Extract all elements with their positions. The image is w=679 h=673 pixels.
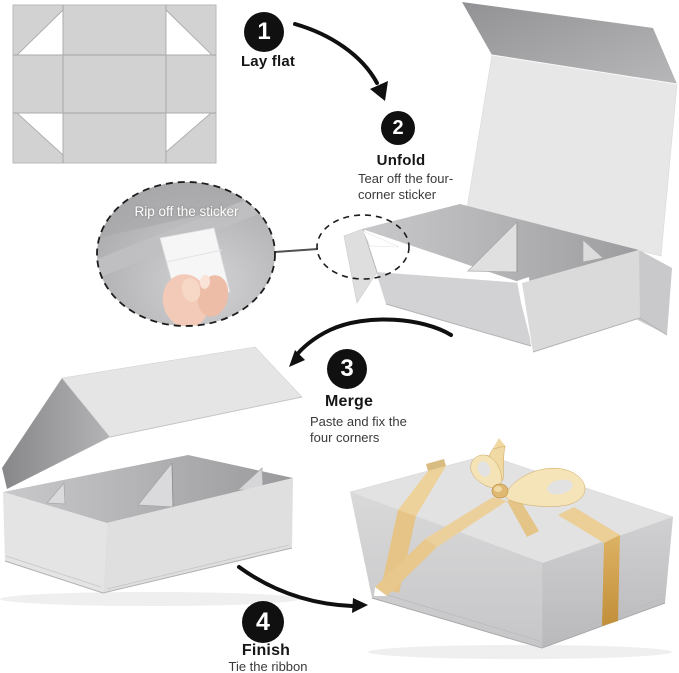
ribbon-bow <box>470 438 586 507</box>
step3-badge: 3 <box>327 349 367 389</box>
step3-desc-line1: Paste and fix the <box>310 414 407 429</box>
callout-label: Rip off the sticker <box>134 204 239 219</box>
step4-number: 4 <box>256 607 270 636</box>
step2-desc-line1: Tear off the four- <box>358 171 454 186</box>
flat-box-layout-illustration <box>12 4 217 164</box>
step2-label: Unfold <box>376 152 426 169</box>
unfolding-box-illustration <box>343 2 678 353</box>
step1-badge: 1 <box>244 12 284 52</box>
step4-badge: 4 <box>242 601 284 643</box>
step3-label: Merge <box>324 393 374 410</box>
callout-photo <box>97 182 275 326</box>
focus-dashed-ellipse <box>316 214 410 280</box>
step4-label: Finish <box>241 642 291 659</box>
step3-desc-line2: four corners <box>310 429 380 445</box>
callout-dashed-ellipse <box>96 181 276 327</box>
step2-description: Tear off the four- corner sticker <box>358 171 488 202</box>
step2-desc-line2: corner sticker <box>358 186 437 202</box>
step4-description: Tie the ribbon <box>198 659 338 673</box>
step1-label: Lay flat <box>240 53 296 70</box>
step4-desc-line1: Tie the ribbon <box>228 659 308 673</box>
gift-box-illustration <box>349 438 674 659</box>
step2-badge: 2 <box>381 111 415 145</box>
step2-number: 2 <box>392 116 404 139</box>
sticker-callout <box>96 181 410 327</box>
arrow-step4-to-giftbox-icon <box>237 565 368 613</box>
open-box-illustration <box>0 346 303 606</box>
arrow-step2-to-step3-icon <box>289 317 453 367</box>
step1-number: 1 <box>257 18 271 45</box>
gold-ribbon <box>374 438 620 626</box>
step3-description: Paste and fix the four corners <box>310 414 430 445</box>
step3-number: 3 <box>340 355 354 382</box>
arrow-step1-to-step2-icon <box>293 22 388 101</box>
